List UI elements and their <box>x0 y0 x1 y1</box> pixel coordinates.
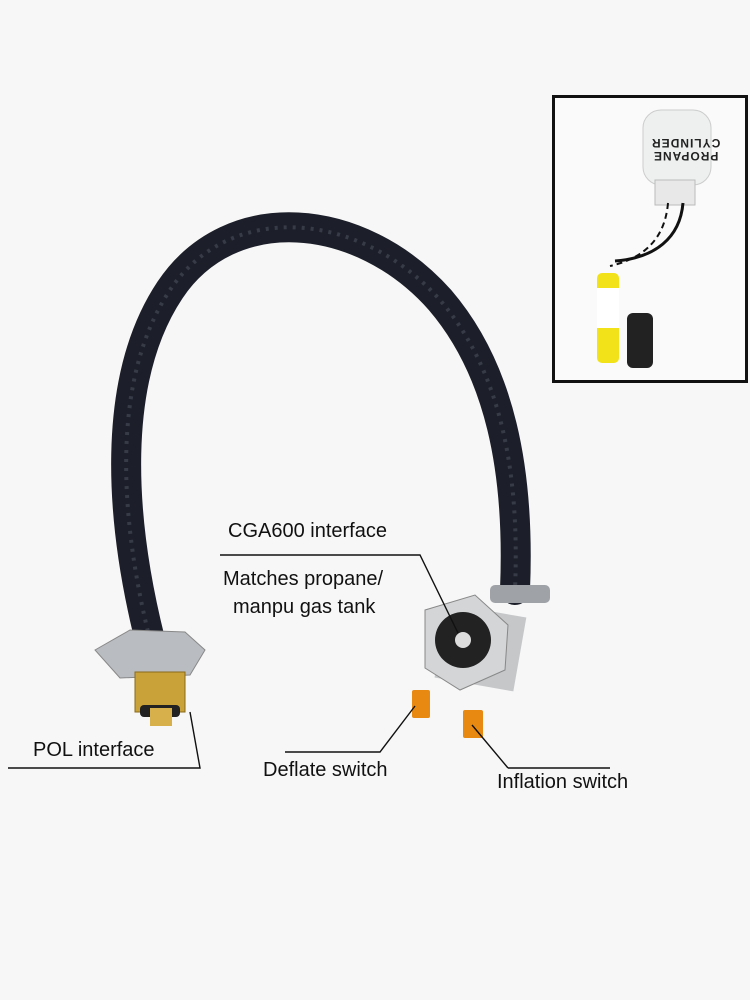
black-tank <box>627 313 653 368</box>
hose-clamp <box>490 585 550 603</box>
cga600-valve <box>412 594 527 738</box>
label-matches-2: manpu gas tank <box>233 596 376 618</box>
usage-inset: PROPANE CYLINDER <box>552 95 748 383</box>
deflate-knob <box>412 690 430 718</box>
cylinder-label: PROPANE CYLINDER <box>651 136 721 163</box>
label-deflate: Deflate switch <box>263 759 388 781</box>
inflation-knob <box>463 710 483 738</box>
label-matches-1: Matches propane/ <box>223 568 384 590</box>
pol-fitting <box>94 629 206 726</box>
label-pol: POL interface <box>33 739 155 761</box>
leader-lines <box>8 554 610 769</box>
label-inflation: Inflation switch <box>497 771 629 793</box>
label-cga600: CGA600 interface <box>228 520 387 542</box>
hose <box>111 212 531 655</box>
